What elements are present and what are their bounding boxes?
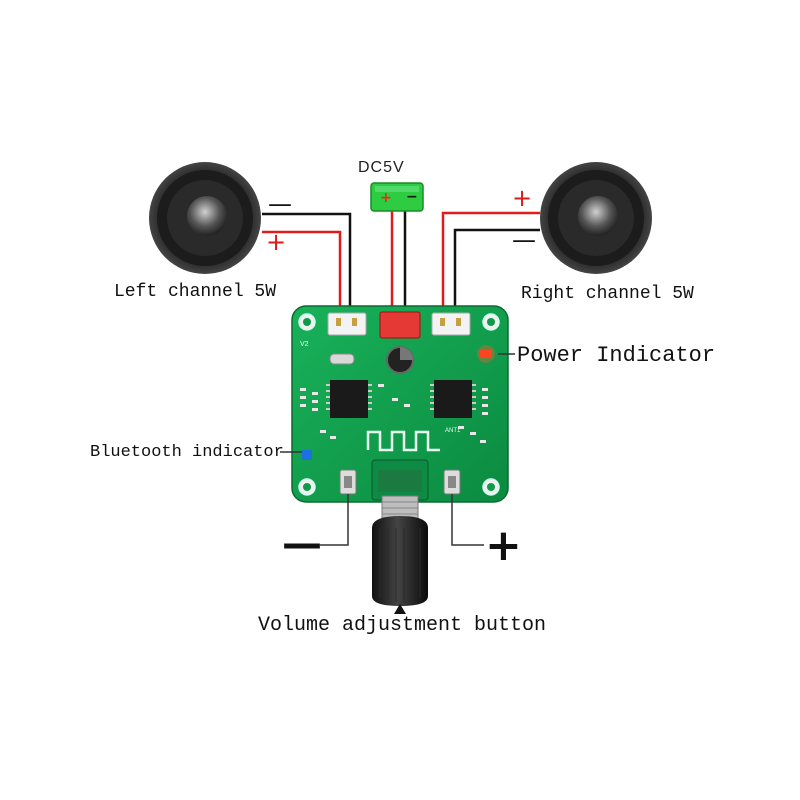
power-led [480,350,492,358]
left-channel-label: Left channel 5W [114,282,277,302]
dc-plus-sign: + [380,190,392,206]
bluetooth-indicator-label: Bluetooth indicator [90,443,284,462]
left-speaker-icon [149,162,261,274]
pcb-board [291,305,509,503]
left-minus-sign: — [268,190,292,218]
board-version-mark: V2 [300,341,309,348]
leader-lines [280,353,515,546]
right-speaker-wires [441,211,540,318]
dc-connector [370,182,424,212]
power-indicator-label: Power Indicator [517,343,716,368]
left-speaker-wires [262,212,352,318]
right-channel-label: Right channel 5W [521,284,694,304]
antenna-mark: ANT1 [445,428,461,434]
right-plus-sign: + [512,184,533,212]
volume-button-label: Volume adjustment button [258,614,547,637]
volume-up-sign: + [485,520,522,571]
right-minus-sign: — [512,226,536,254]
volume-knob [372,495,428,614]
dc-minus-sign: − [406,189,418,205]
volume-down-sign: — [282,521,322,567]
bluetooth-led [302,450,312,460]
left-plus-sign: + [266,228,287,256]
dc-power-label: DC5V [358,159,405,176]
dc-power-wires [390,210,407,318]
right-speaker-icon [540,162,652,274]
